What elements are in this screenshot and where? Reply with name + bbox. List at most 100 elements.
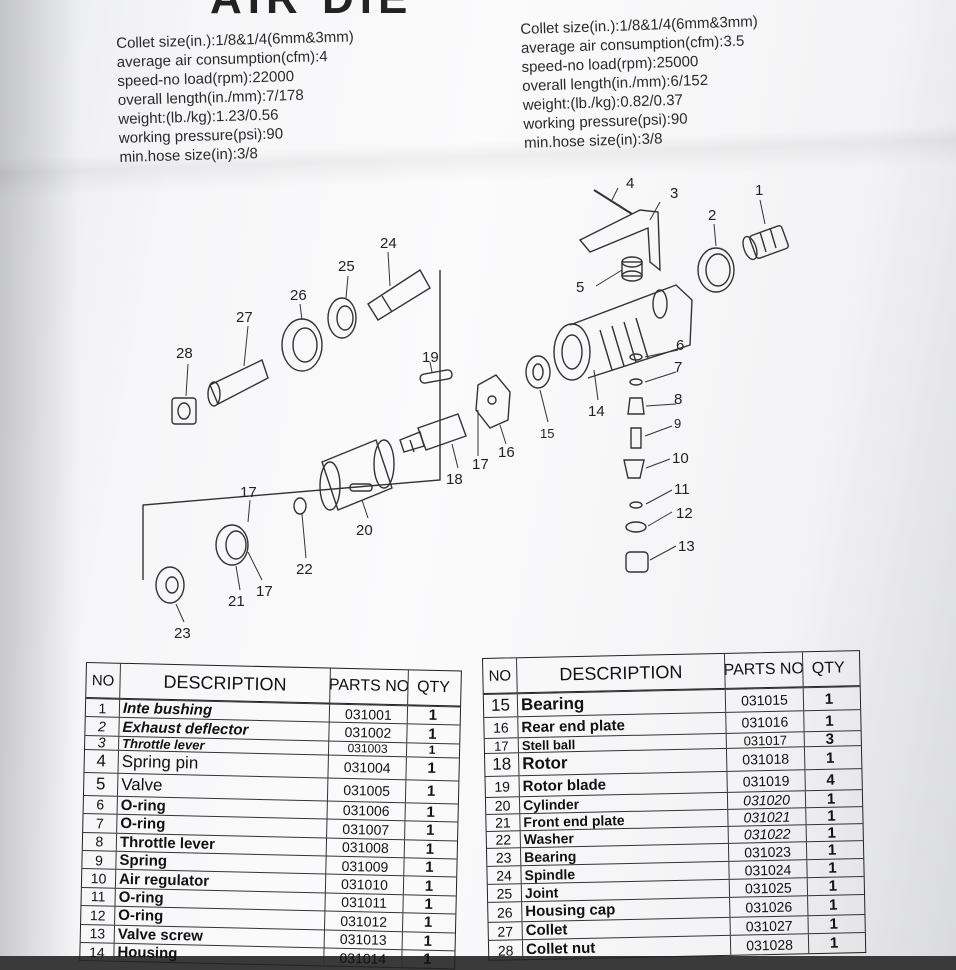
- callout-label: 10: [672, 450, 689, 467]
- callout-label: 11: [674, 481, 690, 498]
- cell-qty: 1: [828, 896, 838, 914]
- cell-qty: 1: [428, 706, 438, 725]
- callout-label: 21: [228, 593, 245, 610]
- cell-qty: 1: [428, 743, 436, 758]
- callout-label: 19: [422, 349, 439, 366]
- cell-qty: 1: [424, 877, 434, 895]
- part-joint: [327, 297, 357, 339]
- callout-label: 7: [674, 359, 682, 376]
- callout-numbers: 1 2 3 4 5 6 7 8 9 10 11 12 13 14 15 16 1…: [174, 175, 763, 642]
- cell-qty: 1: [828, 859, 837, 877]
- part-housing-cap: [281, 318, 323, 372]
- cell-qty: 1: [829, 934, 839, 952]
- cell-parts-no: 031016: [726, 711, 805, 733]
- cell-no: 12: [81, 906, 116, 925]
- callout-label: 28: [176, 345, 193, 362]
- cell-parts-no: 031020: [727, 791, 807, 809]
- part-throttle-lever: [578, 209, 661, 272]
- cell-no: 3: [85, 735, 120, 750]
- cell-parts-no: 031009: [326, 856, 405, 876]
- cell-parts-no: 031021: [728, 808, 807, 826]
- header-no: NO: [86, 663, 121, 698]
- cell-parts-no: 031007: [327, 819, 406, 839]
- cell-no: 1: [85, 699, 121, 718]
- callout-label: 23: [174, 625, 191, 642]
- part-rotor-blade: [419, 369, 453, 384]
- cell-no: 5: [83, 772, 119, 796]
- callout-label: 5: [576, 279, 584, 296]
- callout-label: 17: [240, 484, 257, 501]
- part-inlet-bushing: [742, 225, 789, 261]
- cell-parts-no: 031010: [325, 874, 405, 895]
- assembly-boundary-line: [142, 270, 441, 580]
- callout-label: 27: [236, 309, 253, 326]
- cell-no: 14: [80, 942, 115, 962]
- cell-parts-no: 031028: [730, 934, 810, 955]
- cell-parts-no: 031011: [325, 893, 404, 913]
- cell-qty: 1: [427, 760, 437, 778]
- header-parts-no: PARTS NO: [330, 668, 409, 705]
- cell-qty: 1: [827, 841, 837, 859]
- callout-label: 13: [678, 538, 695, 555]
- cell-qty: 1: [422, 950, 432, 969]
- cell-description: Housing: [114, 943, 325, 966]
- header-description: DESCRIPTION: [120, 663, 331, 703]
- cell-no: 13: [80, 924, 116, 943]
- callout-label: 2: [708, 207, 716, 224]
- page-shadow: [0, 0, 80, 956]
- cell-no: 23: [486, 848, 522, 866]
- cell-no: 11: [81, 887, 116, 906]
- cell-qty: 1: [825, 749, 835, 767]
- cell-parts-no: 031027: [730, 916, 809, 935]
- callout-label: 9: [674, 416, 681, 431]
- header-qty: QTY: [416, 678, 451, 697]
- cell-qty: 1: [829, 915, 839, 933]
- cell-parts-no: 031001: [329, 704, 409, 724]
- callout-label: 18: [446, 471, 463, 488]
- cell-parts-no: 031012: [325, 911, 404, 931]
- cell-qty: 1: [827, 824, 837, 842]
- cell-parts-no: 031002: [329, 722, 408, 743]
- cell-qty: 1: [425, 840, 435, 858]
- cell-no: 28: [488, 940, 524, 960]
- cell-qty: 1: [828, 877, 838, 895]
- callout-label: 14: [588, 403, 605, 420]
- cell-parts-no: 031006: [327, 801, 406, 821]
- callout-label: 22: [296, 561, 313, 578]
- cell-qty: 1: [827, 807, 836, 825]
- part-rear-end-plate: [475, 374, 511, 429]
- cell-qty: 1: [426, 783, 436, 801]
- cell-qty: 1: [825, 712, 834, 730]
- cell-parts-no: 031022: [728, 825, 807, 843]
- cell-no: 25: [487, 884, 523, 902]
- cell-qty: 1: [424, 895, 433, 913]
- cell-qty: 1: [426, 803, 436, 821]
- cell-no: 21: [486, 814, 521, 831]
- cell-parts-no: 031008: [326, 838, 406, 858]
- callout-label: 25: [338, 258, 355, 275]
- cell-parts-no: 031003: [328, 741, 408, 757]
- part-bearing-front: [155, 566, 185, 604]
- part-valve: [621, 256, 643, 282]
- cell-no: 9: [82, 850, 117, 870]
- cell-qty: 1: [824, 690, 834, 708]
- callout-label: 17: [472, 456, 489, 473]
- cell-no: 17: [484, 738, 519, 753]
- cell-qty: 4: [826, 771, 835, 789]
- part-collet: [207, 359, 269, 407]
- callout-label: 20: [356, 522, 373, 539]
- part-cylinder: [319, 439, 395, 511]
- part-spindle: [367, 269, 431, 321]
- cell-no: 22: [486, 831, 521, 848]
- callout-label: 16: [498, 444, 515, 461]
- cell-parts-no: 031004: [328, 755, 407, 780]
- cell-no: 8: [82, 832, 118, 851]
- cell-no: 10: [81, 869, 117, 888]
- cell-parts-no: 031018: [726, 747, 806, 771]
- cell-no: 24: [487, 866, 522, 884]
- header-no: NO: [483, 658, 518, 693]
